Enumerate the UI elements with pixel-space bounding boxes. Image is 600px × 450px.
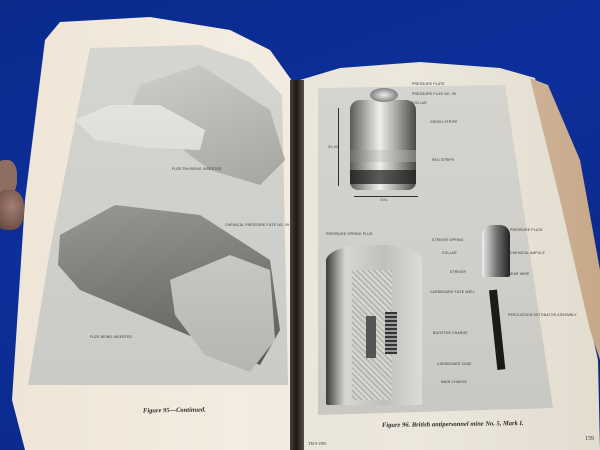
book-gutter bbox=[290, 80, 304, 450]
left-figure-caption: Figure 95—Continued. bbox=[142, 406, 206, 415]
label-shear-wire: SHEAR WIRE bbox=[506, 272, 530, 276]
label-cardboard-fuze-well: CARDBOARD FUZE WELL bbox=[430, 290, 476, 294]
label-main-charge: MAIN CHARGE bbox=[441, 380, 468, 384]
height-dimension-line bbox=[338, 108, 339, 186]
thumb bbox=[0, 190, 24, 230]
label-booster-charge: BOOSTER CHARGE bbox=[433, 331, 468, 335]
fuze-well bbox=[366, 316, 376, 358]
width-dimension-line bbox=[354, 196, 418, 197]
label-striker-spring: STRIKER SPRING bbox=[432, 238, 464, 242]
label-pressure-plate: PRESSURE PLATE bbox=[412, 82, 445, 86]
green-stripe-band bbox=[350, 150, 416, 162]
label-fuze-pin: FUZE PIN BEING INSERTED bbox=[172, 167, 222, 171]
label-height: 3¼ IN. bbox=[328, 145, 340, 149]
label-red-stripe: RED STRIPE bbox=[432, 158, 455, 162]
finger bbox=[0, 160, 17, 195]
booster-charge bbox=[385, 312, 397, 354]
red-stripe-band bbox=[350, 170, 416, 184]
fuze-assembly bbox=[482, 225, 510, 277]
pressure-plate-top bbox=[370, 88, 398, 102]
label-collar: COLLAR bbox=[412, 101, 427, 105]
label-chemical-fuze: CHEMICAL PRESSURE FUZE NO. 99 MARK I bbox=[225, 223, 304, 227]
label-percussion-detonator: PERCUSSION DETONATOR ASSEMBLY bbox=[508, 313, 577, 317]
label-fuze-inserted: FUZE BEING INSERTED bbox=[90, 335, 133, 339]
label-striker: STRIKER bbox=[450, 270, 467, 274]
label-chemical-ampule: CHEMICAL AMPULE bbox=[510, 251, 546, 255]
label-cardboard-case: CARDBOARD CASE bbox=[437, 362, 472, 366]
label-pressure-spring-plug: PRESSURE SPRING PLUG bbox=[326, 232, 373, 236]
label-collar-2: COLLAR bbox=[442, 251, 457, 255]
label-width: 3 IN. bbox=[380, 198, 389, 202]
label-pressure-plate-2: PRESSURE PLATE bbox=[510, 228, 543, 232]
footer-manual-code: TM 9-1985 bbox=[308, 441, 327, 446]
label-pressure-fuze: PRESSURE FUZE NO. 99 bbox=[412, 92, 457, 96]
page-number: 159 bbox=[585, 436, 594, 442]
label-green-stripe: GREEN STRIPE bbox=[430, 120, 458, 124]
